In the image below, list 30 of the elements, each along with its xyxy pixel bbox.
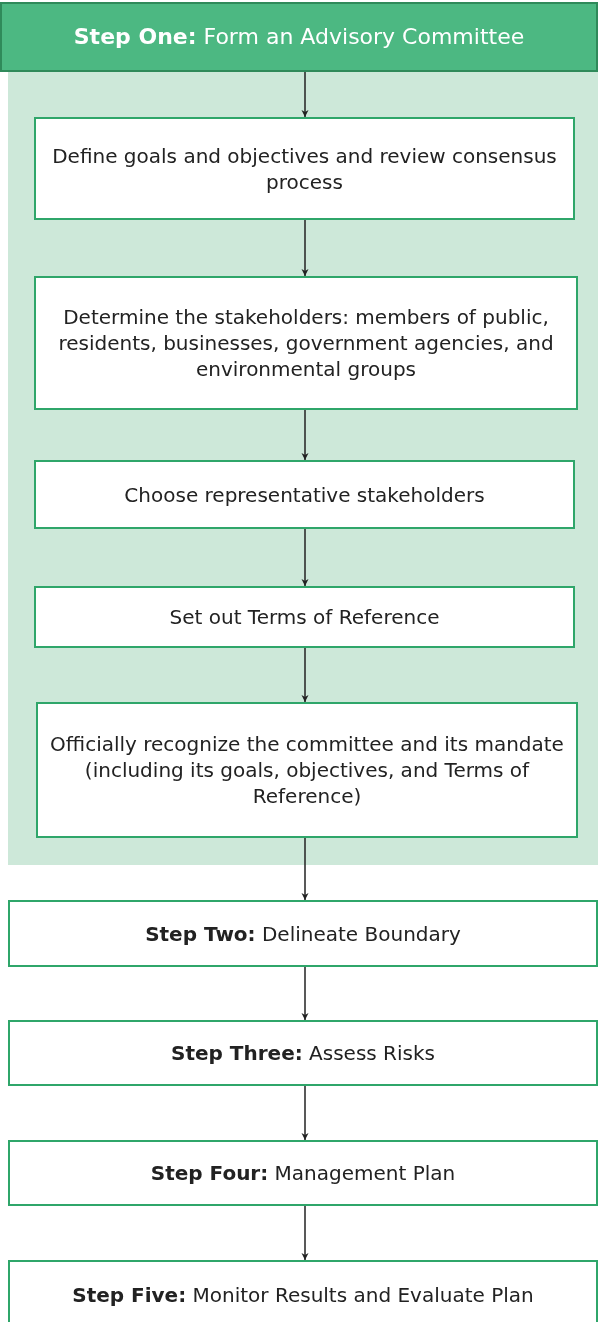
arrow: [301, 1085, 309, 1141]
step-title: Step One: Form an Advisory Committee: [73, 22, 525, 51]
arrow: [301, 647, 309, 703]
step-box: [8, 900, 598, 967]
step-text: Set out Terms of Reference: [169, 604, 440, 630]
step-box: [8, 1260, 598, 1322]
step-title: Step Three: Assess Risks: [171, 1040, 435, 1066]
process-box: [34, 117, 575, 220]
arrow: [301, 837, 309, 901]
arrow: [301, 966, 309, 1021]
arrow: [301, 71, 309, 118]
process-box: [36, 702, 578, 838]
step-text: Define goals and objectives and review consensus process: [51, 142, 558, 195]
arrow: [301, 528, 309, 587]
step-panel: [8, 72, 598, 865]
arrow: [301, 1205, 309, 1261]
step-title: Step Five: Monitor Results and Evaluate Plan: [72, 1282, 534, 1308]
step-box: [8, 1140, 598, 1206]
step-text: Determine the stakeholders: members of public, residents, businesses, government agencies, and environmental groups: [57, 304, 555, 382]
step-header: [0, 2, 598, 72]
step-box: [8, 1020, 598, 1086]
process-box: [34, 586, 575, 648]
process-box: [34, 276, 578, 410]
step-title: Step Two: Delineate Boundary: [145, 920, 461, 947]
step-text: Choose representative stakeholders: [124, 481, 485, 508]
step-text: Officially recognize the committee and its mandate (including its goals, objectives, and Terms of Reference): [50, 731, 564, 809]
arrow: [301, 409, 309, 461]
process-box: [34, 460, 575, 529]
arrow: [301, 219, 309, 277]
step-title: Step Four: Management Plan: [150, 1160, 456, 1186]
